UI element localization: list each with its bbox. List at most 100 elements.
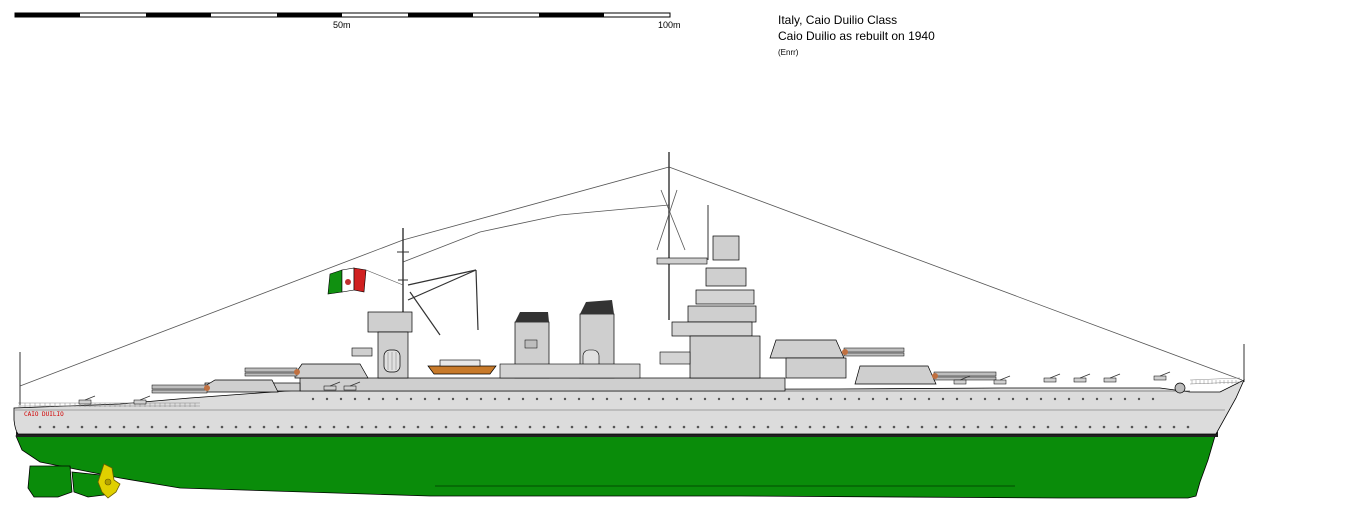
aa-gun-barrel xyxy=(999,375,1011,381)
porthole xyxy=(1074,425,1078,429)
porthole xyxy=(94,425,98,429)
porthole xyxy=(969,397,973,401)
aa-gun-mount xyxy=(343,385,357,391)
porthole xyxy=(654,425,658,429)
porthole xyxy=(983,397,987,401)
porthole xyxy=(731,397,735,401)
porthole xyxy=(584,425,588,429)
aa-gun-mount xyxy=(323,385,337,391)
porthole xyxy=(346,425,350,429)
porthole xyxy=(52,425,56,429)
porthole xyxy=(395,397,399,401)
porthole xyxy=(1032,425,1036,429)
porthole xyxy=(339,397,343,401)
porthole xyxy=(514,425,518,429)
porthole xyxy=(843,397,847,401)
porthole xyxy=(360,425,364,429)
porthole xyxy=(367,397,371,401)
porthole xyxy=(1123,397,1127,401)
hull-name-text: CAIO DUILIO xyxy=(24,411,64,418)
porthole xyxy=(927,397,931,401)
aa-gun-mount xyxy=(133,399,147,405)
porthole xyxy=(1088,425,1092,429)
title-line-ship: Caio Duilio as rebuilt on 1940 xyxy=(778,29,935,43)
porthole xyxy=(444,425,448,429)
porthole xyxy=(577,397,581,401)
scale-label-100m: 100m xyxy=(658,20,681,30)
deck-railings xyxy=(18,377,1241,407)
porthole xyxy=(738,425,742,429)
porthole xyxy=(661,397,665,401)
porthole xyxy=(675,397,679,401)
aa-gun-mount xyxy=(1153,375,1167,381)
porthole xyxy=(465,397,469,401)
aa-gun-barrel xyxy=(1079,373,1091,379)
porthole xyxy=(892,425,896,429)
porthole xyxy=(521,397,525,401)
title-block: Italy, Caio Duilio Class Caio Duilio as … xyxy=(778,12,935,59)
aa-gun-barrel xyxy=(1159,371,1171,377)
porthole xyxy=(262,425,266,429)
porthole xyxy=(381,397,385,401)
turret-fore-upper xyxy=(769,339,905,379)
porthole xyxy=(1060,425,1064,429)
aa-guns xyxy=(78,371,1171,405)
porthole xyxy=(423,397,427,401)
porthole xyxy=(990,425,994,429)
porthole xyxy=(304,425,308,429)
aa-gun-barrel xyxy=(959,375,971,381)
aa-gun-barrel xyxy=(84,395,96,401)
bridge-tower xyxy=(659,235,761,379)
porthole xyxy=(430,425,434,429)
porthole xyxy=(1025,397,1029,401)
porthole xyxy=(1046,425,1050,429)
porthole xyxy=(1081,397,1085,401)
porthole xyxy=(647,397,651,401)
porthole xyxy=(619,397,623,401)
funnel-base-deck xyxy=(499,363,641,379)
porthole xyxy=(500,425,504,429)
porthole xyxy=(1102,425,1106,429)
motor-boat xyxy=(427,359,497,375)
porthole xyxy=(598,425,602,429)
porthole xyxy=(437,397,441,401)
porthole xyxy=(164,425,168,429)
rudder xyxy=(27,465,73,498)
main-deckhouse xyxy=(299,377,786,392)
porthole xyxy=(878,425,882,429)
boat-crane xyxy=(407,269,479,336)
aa-gun-barrel xyxy=(1049,373,1061,379)
aa-gun-barrel xyxy=(329,381,341,387)
porthole xyxy=(906,425,910,429)
turret-fore-lower xyxy=(854,365,997,385)
porthole xyxy=(374,425,378,429)
porthole xyxy=(962,425,966,429)
porthole xyxy=(710,425,714,429)
porthole xyxy=(773,397,777,401)
porthole xyxy=(1039,397,1043,401)
porthole xyxy=(507,397,511,401)
porthole xyxy=(626,425,630,429)
porthole xyxy=(1018,425,1022,429)
porthole xyxy=(416,425,420,429)
porthole xyxy=(794,425,798,429)
porthole xyxy=(780,425,784,429)
scale-bar xyxy=(14,12,671,18)
porthole xyxy=(997,397,1001,401)
porthole xyxy=(66,425,70,429)
porthole xyxy=(248,425,252,429)
porthole xyxy=(1067,397,1071,401)
turret-aft-lower xyxy=(151,379,279,394)
porthole xyxy=(276,425,280,429)
porthole xyxy=(822,425,826,429)
rail-posts xyxy=(19,380,1237,407)
porthole xyxy=(976,425,980,429)
porthole xyxy=(864,425,868,429)
rigging-lines xyxy=(19,166,1243,387)
porthole xyxy=(493,397,497,401)
porthole xyxy=(948,425,952,429)
aa-gun-mount xyxy=(1103,377,1117,383)
aa-gun-mount xyxy=(953,379,967,385)
porthole xyxy=(1158,425,1162,429)
